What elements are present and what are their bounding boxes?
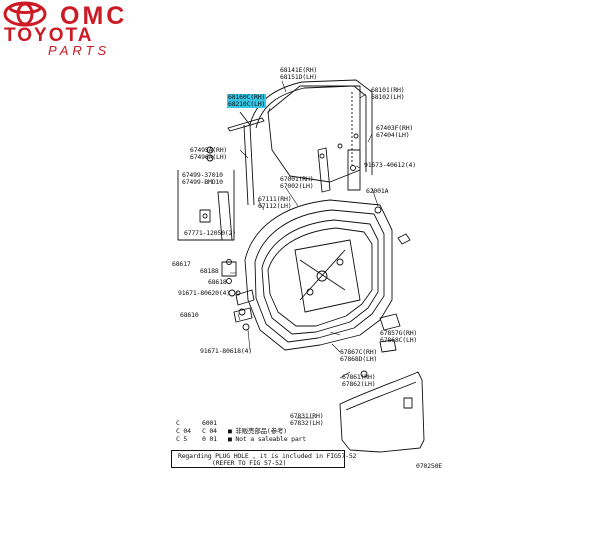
rear-channel (347, 149, 361, 191)
brand-omc: OMC (60, 2, 127, 30)
label-68188: 68188 (200, 267, 219, 275)
legend-row2b: C 04 (202, 427, 217, 435)
label-62001a: 62001A (366, 187, 389, 195)
label-68210-highlight[interactable]: 68210C(LH) (227, 100, 267, 108)
door-lock-rod (217, 191, 233, 241)
label-68151: 68151D(LH) (280, 73, 318, 81)
door-panel (244, 199, 393, 351)
label-67112: 67112(LH) (258, 202, 292, 210)
label-67867: 67867C(RH) (340, 348, 378, 356)
label-67495: 67495A(RH) (190, 146, 228, 154)
label-68617: 68617 (172, 260, 191, 268)
label-67496: 67496A(LH) (190, 153, 228, 161)
label-68618: 68618 (208, 278, 227, 286)
label-91673: 91673-40612(4) (364, 161, 416, 169)
label-67404: 67404(LH) (376, 131, 410, 139)
brand-logo: OMC TOYOTA PARTS (3, 1, 127, 58)
door-trim-lower (339, 371, 425, 453)
label-67499a: 67499-37010 (182, 171, 223, 179)
lock-detail-box (177, 170, 235, 241)
belt-weatherstrip (227, 117, 265, 132)
door-weatherstrip (261, 219, 379, 335)
figure-code: 070250E (416, 462, 442, 470)
label-67832: 67832(LH) (290, 419, 324, 427)
brand-toyota: TOYOTA (4, 25, 93, 46)
brand-parts: PARTS (48, 43, 110, 58)
label-68610: 68610 (180, 311, 199, 319)
note-line1: Regarding PLUG HOLE , it is included in … (178, 452, 357, 460)
legend-row3c: ■ Not a saleable part (228, 435, 306, 443)
plug-hole-note-box: Regarding PLUG HOLE , it is included in … (171, 450, 356, 468)
legend-row3b: 0 01 (202, 435, 217, 443)
label-67861: 67861(RH) (342, 373, 376, 381)
door-hinge (233, 289, 255, 323)
label-67403: 67403F(RH) (376, 124, 414, 132)
legend-row1b: 6001 (202, 419, 217, 427)
legend-row1a: C (176, 419, 180, 427)
note-line2[interactable]: (REFER TO FIG 57-52) (212, 459, 287, 467)
label-67499b: 67499-BMD10 (182, 178, 223, 186)
legend-row2a: C 04 (176, 427, 191, 435)
label-67862: 67862(LH) (342, 380, 376, 388)
label-67857: 67857G(RH) (380, 329, 418, 337)
window-regulator (294, 239, 361, 313)
label-68101: 68101(RH) (371, 86, 405, 94)
label-67831: 67831(RH) (290, 412, 324, 420)
label-67111: 67111(RH) (258, 195, 292, 203)
glass-run-channel (249, 79, 373, 175)
door-glass (267, 85, 361, 183)
label-68102: 68102(LH) (371, 93, 405, 101)
toyota-oval-emblem (3, 1, 47, 27)
label-67001: 67001(RH) (280, 175, 314, 183)
label-68141: 68141E(RH) (280, 66, 318, 74)
label-91671b: 91671-80618(4) (200, 347, 252, 355)
label-67771: 67771-12050(2) (184, 229, 236, 237)
label-67868b: 67868D(LH) (340, 355, 378, 363)
label-67868: 67868C(LH) (380, 336, 418, 344)
legend-row3a: C 5 (176, 435, 188, 443)
window-frame-front (243, 124, 255, 206)
label-67002: 67002(LH) (280, 182, 314, 190)
label-68160-highlight[interactable]: 68160C(RH) (227, 93, 267, 101)
label-91671a: 91671-80620(4) (178, 289, 230, 297)
legend-row2c: ■ 非販売部品(参考) (228, 427, 287, 435)
